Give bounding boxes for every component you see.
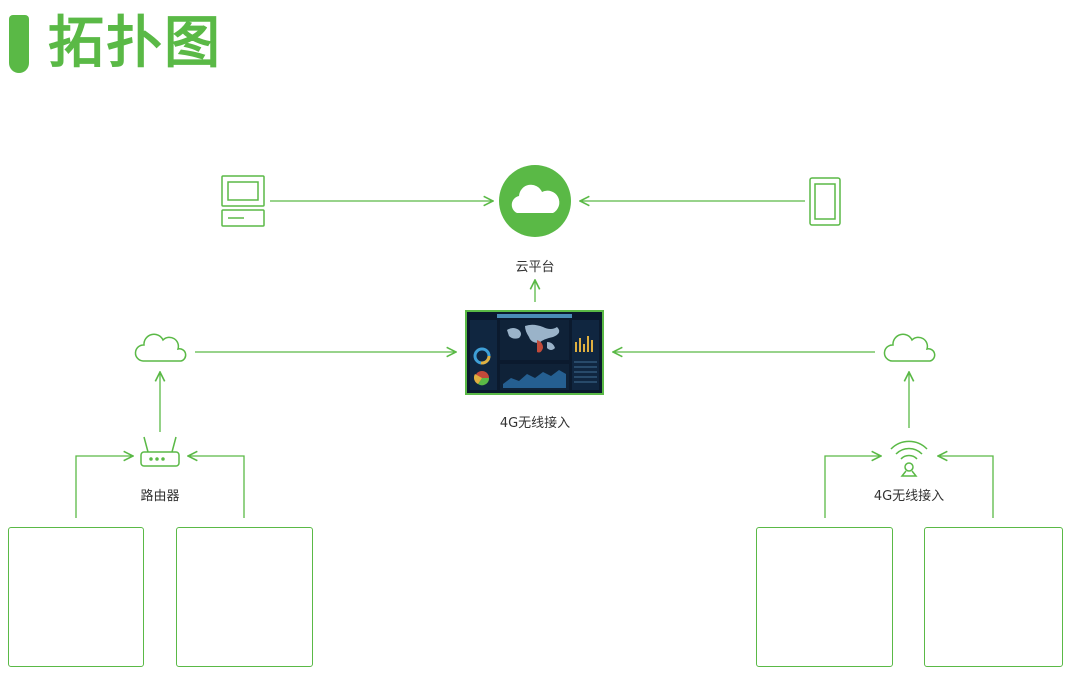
wireless-antenna-icon xyxy=(890,440,928,477)
device-box-locker xyxy=(756,527,893,667)
dashboard-preview xyxy=(470,320,599,390)
arrow-device4-to-wireless xyxy=(938,456,994,518)
device-box-charging xyxy=(8,527,144,667)
cloud-icon xyxy=(499,165,571,237)
dashboard-screen-icon xyxy=(465,310,604,395)
cloud-outline-icon xyxy=(883,333,936,362)
router-icon xyxy=(140,436,180,467)
device-box-vending xyxy=(924,527,1063,667)
wireless-label: 4G无线接入 xyxy=(873,489,945,504)
desktop-computer-icon xyxy=(221,175,265,227)
arrow-device3-to-wireless xyxy=(824,456,881,518)
arrow-device1-to-router xyxy=(75,456,133,518)
dashboard-label: 4G无线接入 xyxy=(499,416,571,431)
cloud-platform-label: 云平台 xyxy=(515,260,555,275)
title-accent-bar xyxy=(9,15,29,73)
arrow-device2-to-router xyxy=(188,456,245,518)
connector-lines xyxy=(75,201,994,518)
cloud-outline-icon xyxy=(134,333,187,362)
tablet-icon xyxy=(809,177,841,226)
router-label: 路由器 xyxy=(140,489,180,504)
dashboard-header-bar xyxy=(497,314,572,318)
page-title: 拓扑图 xyxy=(48,11,222,76)
device-box-wifi xyxy=(176,527,313,667)
